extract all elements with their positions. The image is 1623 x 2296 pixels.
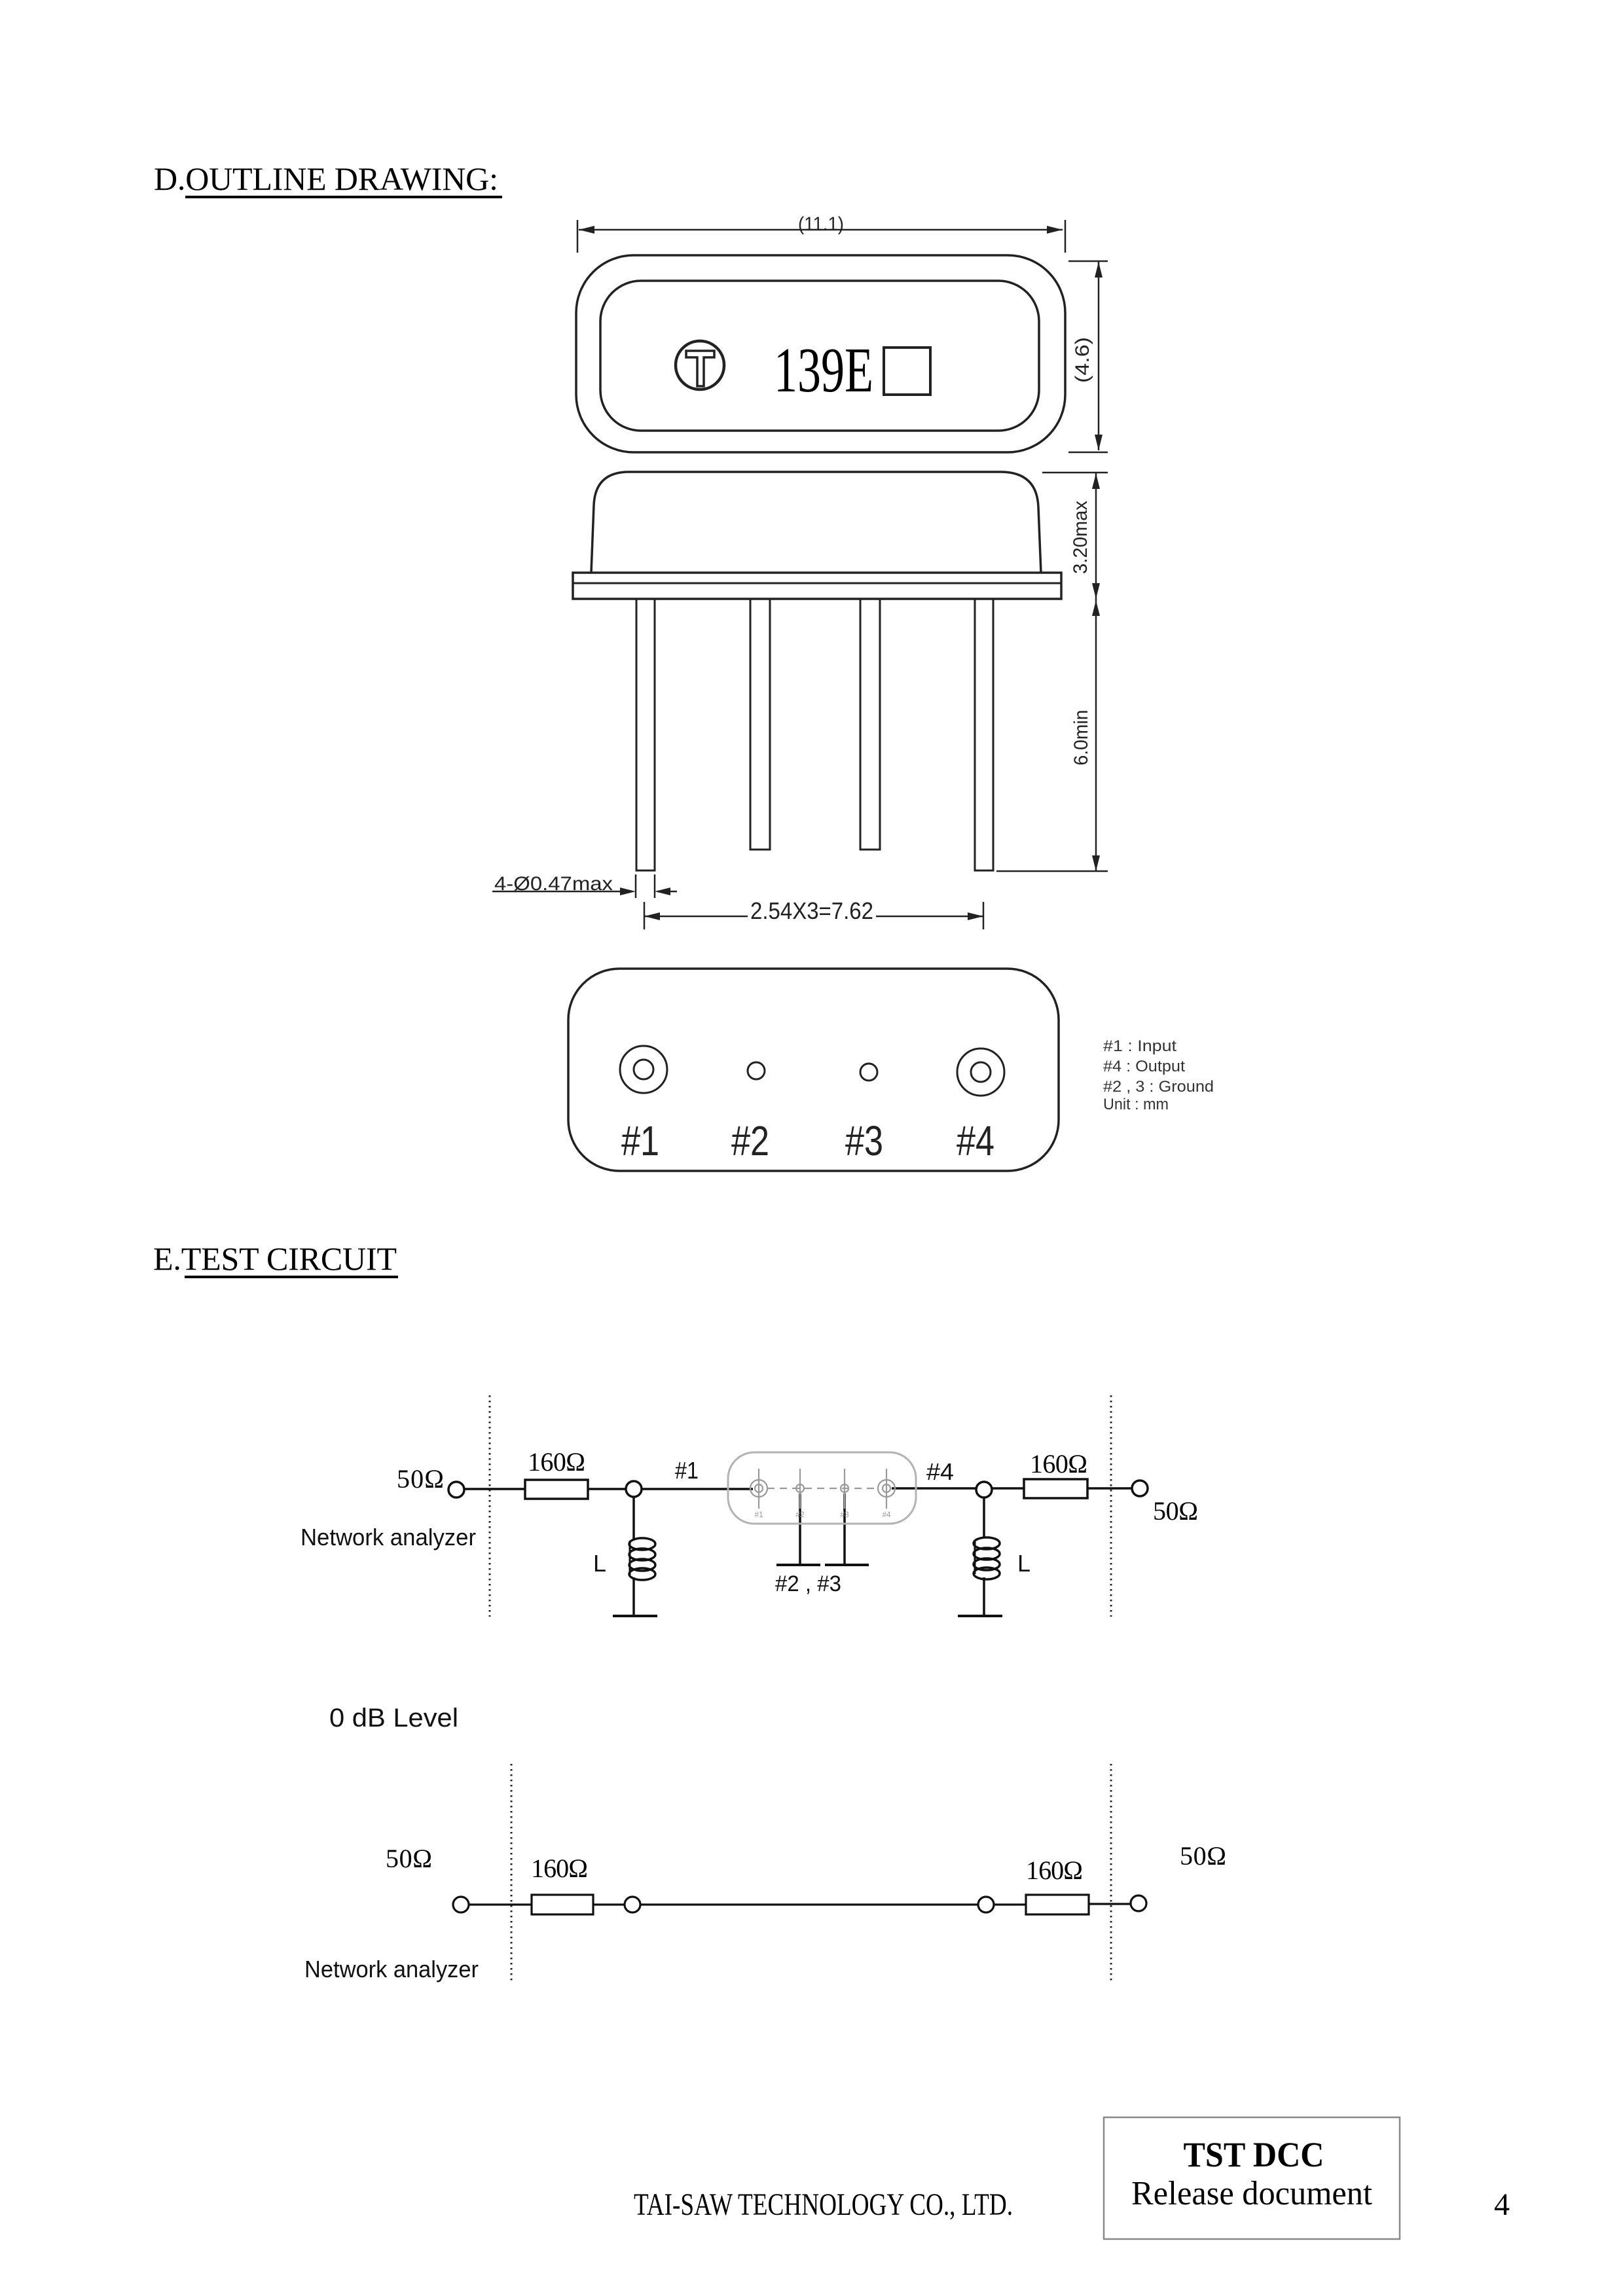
- svg-text:#1: #1: [754, 1510, 763, 1519]
- svg-text:3.20max: 3.20max: [1070, 501, 1091, 574]
- svg-text:#3: #3: [840, 1510, 849, 1519]
- svg-text:#1: #1: [675, 1457, 699, 1484]
- svg-text:0 dB Level: 0 dB Level: [329, 1704, 458, 1732]
- svg-text:(4.6): (4.6): [1072, 337, 1093, 383]
- svg-text:6.0min: 6.0min: [1070, 710, 1092, 766]
- svg-text:Release document: Release document: [1131, 2175, 1373, 2212]
- svg-text:50Ω: 50Ω: [386, 1844, 432, 1873]
- svg-text:4-Ø0.47max: 4-Ø0.47max: [494, 873, 613, 895]
- svg-text:L: L: [593, 1550, 606, 1577]
- svg-text:160Ω: 160Ω: [528, 1447, 585, 1477]
- svg-text:#4: #4: [926, 1458, 954, 1485]
- svg-text:#3: #3: [845, 1117, 883, 1164]
- svg-text:#1 : Input: #1 : Input: [1103, 1037, 1176, 1055]
- svg-text:160Ω: 160Ω: [1026, 1856, 1083, 1885]
- svg-text:139E: 139E: [774, 335, 873, 406]
- svg-text:D.OUTLINE DRAWING:: D.OUTLINE DRAWING:: [154, 160, 498, 197]
- svg-text:160Ω: 160Ω: [1030, 1449, 1087, 1479]
- svg-text:2.54X3=7.62: 2.54X3=7.62: [750, 897, 873, 924]
- svg-text:50Ω: 50Ω: [1153, 1496, 1198, 1526]
- svg-text:#4: #4: [882, 1510, 891, 1519]
- svg-text:#2 , #3: #2 , #3: [775, 1571, 841, 1596]
- svg-text:4: 4: [1494, 2187, 1510, 2222]
- svg-text:TAI-SAW TECHNOLOGY CO., LTD.: TAI-SAW TECHNOLOGY CO., LTD.: [634, 2187, 1013, 2222]
- svg-text:#1: #1: [621, 1117, 659, 1164]
- svg-text:L: L: [1017, 1550, 1030, 1577]
- svg-text:#2: #2: [795, 1510, 805, 1519]
- svg-text:#4 : Output: #4 : Output: [1103, 1058, 1185, 1075]
- svg-text:Network analyzer: Network analyzer: [301, 1524, 476, 1551]
- svg-text:#4: #4: [957, 1117, 994, 1164]
- svg-text:Network analyzer: Network analyzer: [304, 1956, 479, 1982]
- svg-text:E.TEST CIRCUIT: E.TEST CIRCUIT: [153, 1240, 397, 1277]
- svg-text:Unit : mm: Unit : mm: [1103, 1096, 1169, 1113]
- svg-text:160Ω: 160Ω: [531, 1854, 588, 1883]
- svg-text:#2 , 3 : Ground: #2 , 3 : Ground: [1103, 1078, 1214, 1096]
- svg-text:(11.1): (11.1): [798, 213, 844, 235]
- svg-text:#2: #2: [731, 1117, 769, 1164]
- svg-text:50Ω: 50Ω: [397, 1464, 444, 1494]
- svg-text:50Ω: 50Ω: [1180, 1841, 1226, 1871]
- svg-text:TST DCC: TST DCC: [1184, 2135, 1324, 2174]
